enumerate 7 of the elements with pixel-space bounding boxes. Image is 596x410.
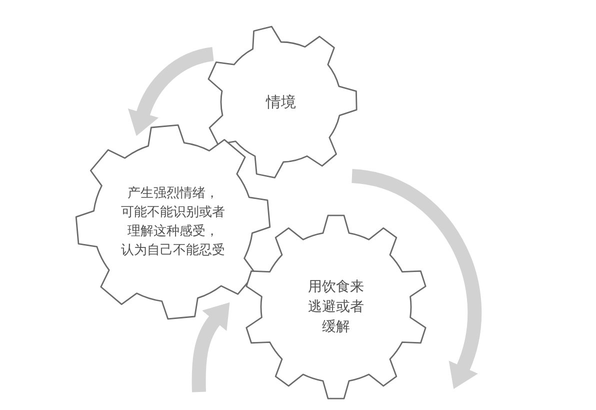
curved-arrow: [128, 47, 214, 136]
gear-label: 情境: [266, 92, 296, 112]
gear-label: 产生强烈情绪，可能不能识别或者理解这种感受，认为自己不能忍受: [120, 185, 226, 260]
curved-arrow: [351, 169, 482, 390]
gear: [74, 123, 272, 321]
curved-arrow: [192, 302, 229, 392]
gear-label: 用饮食来逃避或者缓解: [307, 278, 365, 337]
